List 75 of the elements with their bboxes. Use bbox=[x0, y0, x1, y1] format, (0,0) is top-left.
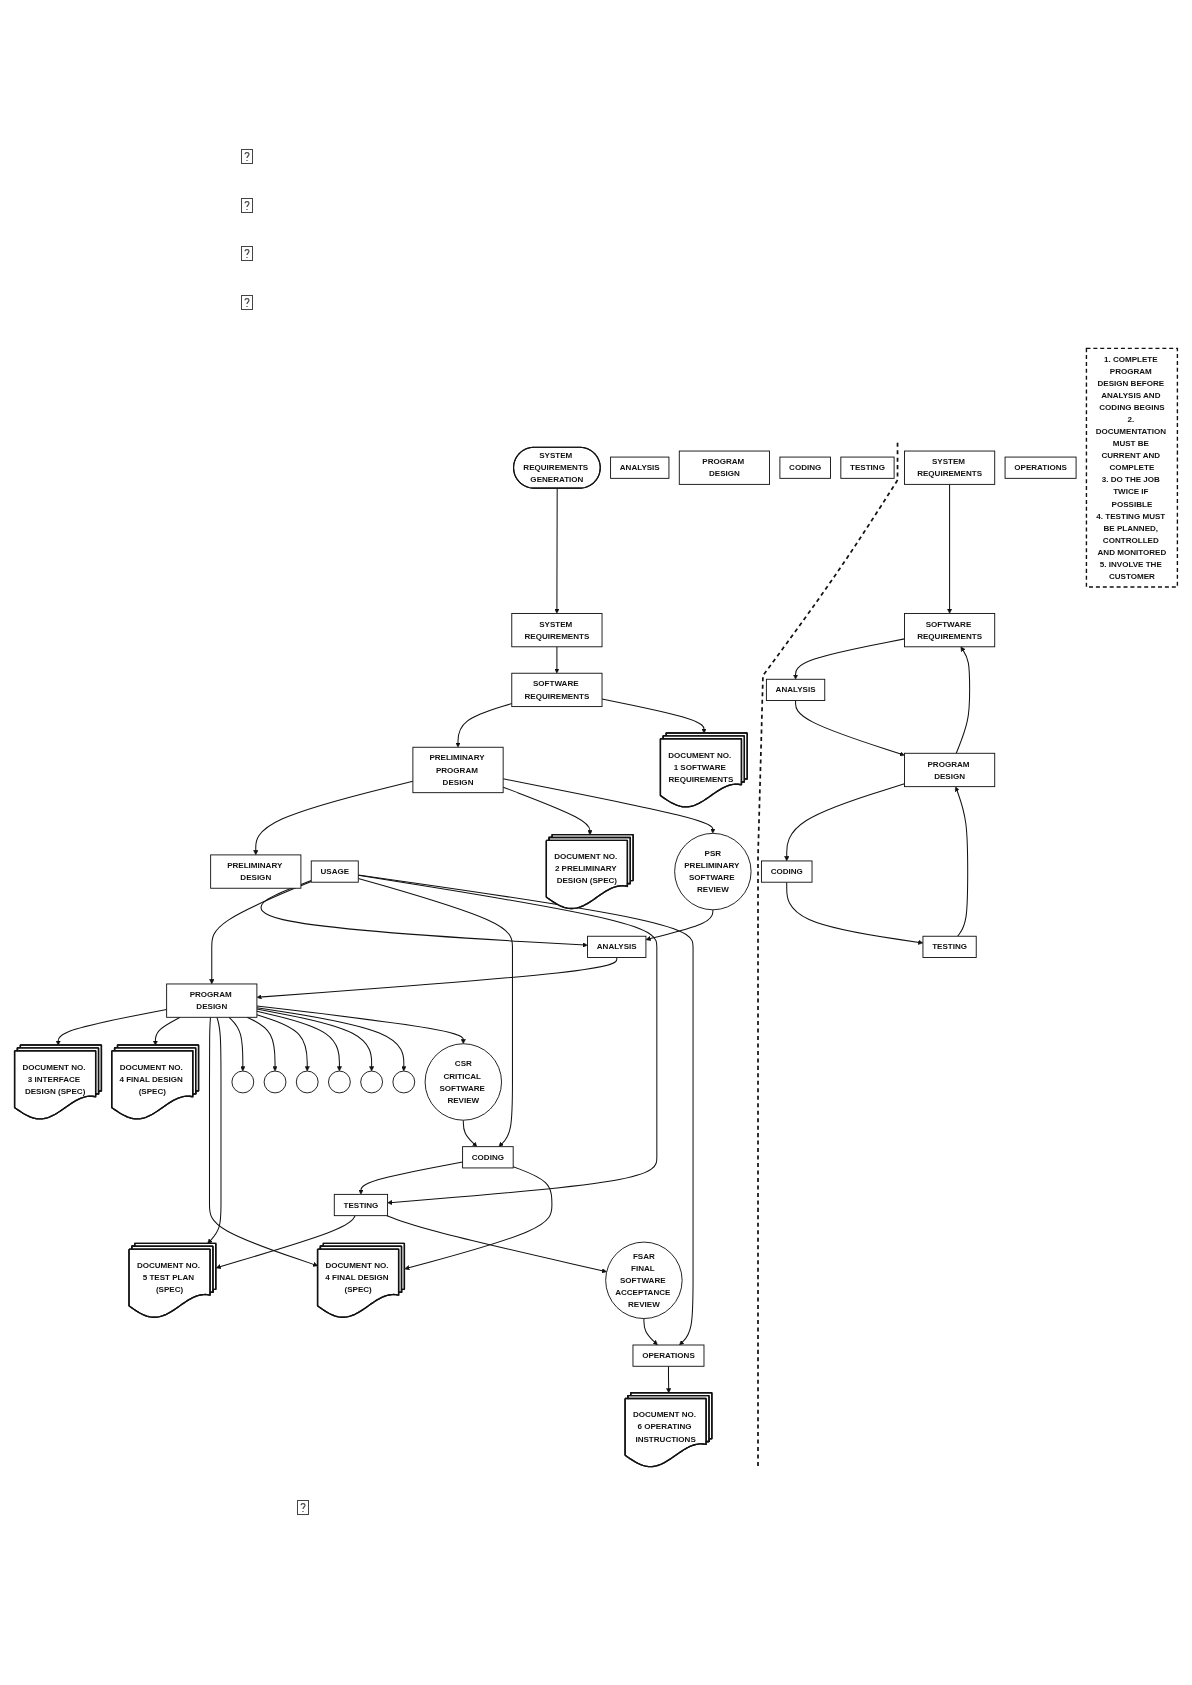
process-box: ANALYSIS bbox=[610, 456, 670, 479]
arrow bbox=[601, 698, 707, 734]
circle-node bbox=[328, 1070, 351, 1094]
arrow bbox=[947, 483, 953, 614]
arrow bbox=[502, 778, 716, 834]
process-box: SYSTEM REQUIREMENTS bbox=[511, 613, 603, 648]
process-box: TESTING bbox=[333, 1193, 389, 1217]
arrow bbox=[256, 1005, 466, 1044]
document-stack: DOCUMENT NO. 1 SOFTWARE REQUIREMENTS bbox=[659, 732, 748, 808]
circle-node bbox=[231, 1070, 255, 1094]
circle-node bbox=[360, 1070, 383, 1094]
process-box: PROGRAM DESIGN bbox=[904, 752, 996, 788]
arrow bbox=[404, 1166, 553, 1271]
process-box: TESTING bbox=[922, 935, 977, 958]
process-box: CODING bbox=[462, 1146, 514, 1169]
arrow bbox=[357, 874, 694, 1346]
arrow bbox=[256, 1008, 375, 1072]
document-stack: DOCUMENT NO. 4 FINAL DESIGN (SPEC) bbox=[316, 1242, 406, 1318]
process-box: CODING bbox=[761, 860, 813, 883]
arrow bbox=[55, 1008, 168, 1046]
arrow bbox=[228, 1016, 246, 1072]
arrow bbox=[256, 1007, 407, 1072]
arrow bbox=[246, 1016, 278, 1072]
document-stack: DOCUMENT NO. 3 INTERFACE DESIGN (SPEC) bbox=[13, 1044, 103, 1120]
arrow bbox=[215, 1215, 356, 1269]
notes-box: 1. COMPLETE PROGRAM DESIGN BEFORE ANALYSIS AND CODING BEGINS 2. DOCUMENTATION MUST BE CURRENT AND COMPLETE 3. DO THE JOB TWICE IF POSSIBLE 4. TESTING MUST BE PLANNED, CONTROLLED AND MONITORED 5. INVOLVE THE CUSTOMER bbox=[1085, 347, 1179, 588]
arrow bbox=[455, 703, 513, 748]
arrow bbox=[462, 1119, 478, 1147]
circle-node bbox=[392, 1070, 416, 1094]
process-box: ANALYSIS bbox=[765, 678, 826, 701]
arrow bbox=[256, 957, 618, 1000]
arrow bbox=[954, 786, 969, 937]
arrow bbox=[358, 1161, 464, 1195]
arrow bbox=[253, 780, 414, 856]
process-box: PRELIMINARY DESIGN bbox=[210, 854, 302, 889]
document-stack: DOCUMENT NO. 5 TEST PLAN (SPEC) bbox=[128, 1242, 217, 1318]
process-box: PROGRAM DESIGN bbox=[166, 983, 258, 1018]
process-box: SOFTWARE REQUIREMENTS bbox=[904, 613, 996, 648]
process-box: PROGRAM DESIGN bbox=[678, 450, 770, 485]
arrow bbox=[793, 638, 905, 680]
arrow bbox=[357, 877, 513, 1147]
arrow bbox=[208, 1016, 319, 1267]
arrow bbox=[152, 1016, 181, 1046]
review-circle: FSAR FINAL SOFTWARE ACCEPTANCE REVIEW bbox=[605, 1241, 683, 1319]
arrow bbox=[554, 646, 560, 674]
process-box: PRELIMINARY PROGRAM DESIGN bbox=[412, 746, 504, 794]
arrow bbox=[209, 880, 312, 985]
process-box: ANALYSIS bbox=[587, 935, 647, 958]
document-stack: DOCUMENT NO. 2 PRELIMINARY DESIGN (SPEC) bbox=[545, 833, 634, 910]
circle-node bbox=[263, 1070, 287, 1094]
circle-node bbox=[295, 1070, 319, 1094]
document-stack: DOCUMENT NO. 4 FINAL DESIGN (SPEC) bbox=[111, 1044, 200, 1120]
process-box: USAGE bbox=[310, 860, 359, 883]
arrow bbox=[643, 1318, 658, 1346]
arrow bbox=[955, 646, 971, 754]
process-box: SYSTEM REQUIREMENTS bbox=[904, 450, 996, 485]
arrow bbox=[786, 881, 924, 945]
process-box: OPERATIONS bbox=[632, 1344, 705, 1367]
process-box: SOFTWARE REQUIREMENTS bbox=[511, 672, 603, 708]
arrow bbox=[207, 1016, 222, 1244]
ellipse-node: SYSTEM REQUIREMENTS GENERATION bbox=[513, 446, 601, 489]
arrow bbox=[784, 783, 905, 862]
arrow bbox=[554, 487, 560, 614]
arrow bbox=[645, 909, 714, 941]
review-circle: CSR CRITICAL SOFTWARE REVIEW bbox=[424, 1043, 502, 1121]
arrow bbox=[256, 1014, 310, 1072]
process-box: TESTING bbox=[840, 456, 895, 479]
arrow bbox=[256, 1010, 342, 1072]
arrow bbox=[260, 880, 588, 948]
arrow bbox=[386, 1215, 607, 1274]
arrow bbox=[795, 700, 905, 757]
document-stack: DOCUMENT NO. 6 OPERATING INSTRUCTIONS bbox=[624, 1392, 713, 1468]
process-box: OPERATIONS bbox=[1004, 456, 1077, 479]
process-box: CODING bbox=[779, 456, 831, 479]
review-circle: PSR PRELIMINARY SOFTWARE REVIEW bbox=[674, 832, 752, 911]
